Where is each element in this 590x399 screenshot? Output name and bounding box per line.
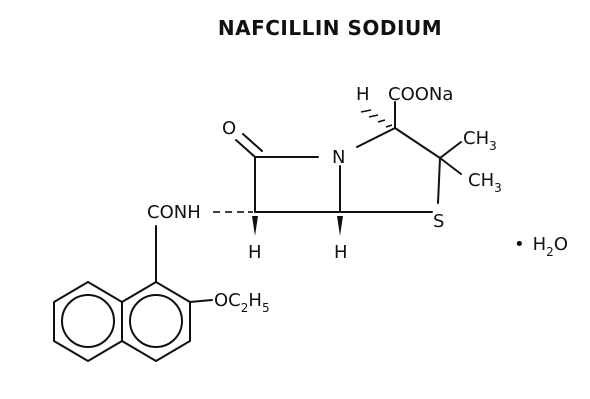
hashed-bond-c3-h bbox=[360, 109, 393, 128]
bond-ring-to-ethoxy bbox=[189, 299, 213, 303]
bond-carbonyl-double-a bbox=[235, 139, 256, 158]
carboxylate-prefix: COON bbox=[388, 84, 442, 105]
compound-title: NAFCILLIN SODIUM bbox=[217, 16, 443, 40]
bond-methyl-a bbox=[439, 141, 462, 159]
bond-methyl-b bbox=[439, 157, 462, 175]
label-hydrate: •H2O bbox=[514, 234, 568, 259]
label-h-top: H bbox=[356, 84, 370, 105]
wedge-bond-c6-h bbox=[252, 216, 258, 236]
aromatic-circle-left bbox=[61, 294, 115, 348]
wedge-bond-c5-h bbox=[337, 216, 343, 236]
naphthalene-right-ring bbox=[121, 281, 191, 362]
carboxylate-suffix: a bbox=[442, 84, 453, 105]
thiazolidine-ring bbox=[339, 101, 462, 213]
label-h-c5: H bbox=[334, 242, 348, 263]
label-sulfur: S bbox=[433, 211, 444, 232]
bond-carbonyl-double-b bbox=[242, 133, 263, 152]
hydrate-dot: • bbox=[514, 234, 525, 255]
label-methyl-b: CH3 bbox=[468, 170, 502, 195]
bond-n-to-c3 bbox=[356, 127, 396, 148]
bond-c3-to-c2 bbox=[394, 127, 441, 159]
label-methyl-a: CH3 bbox=[463, 128, 497, 153]
label-h-c6: H bbox=[248, 242, 262, 263]
naphthalene bbox=[53, 281, 213, 362]
label-ethoxy: OC2H5 bbox=[214, 290, 270, 315]
label-carboxylate: COONa bbox=[388, 84, 453, 105]
label-nitrogen: N bbox=[332, 147, 345, 168]
naphthalene-left-ring bbox=[53, 281, 123, 362]
label-amide-conh: CONH bbox=[147, 202, 201, 223]
bond-c2-to-s bbox=[437, 157, 441, 204]
beta-lactam-ring bbox=[235, 133, 341, 213]
label-oxygen: O bbox=[222, 118, 236, 139]
aromatic-circle-right bbox=[129, 294, 183, 348]
